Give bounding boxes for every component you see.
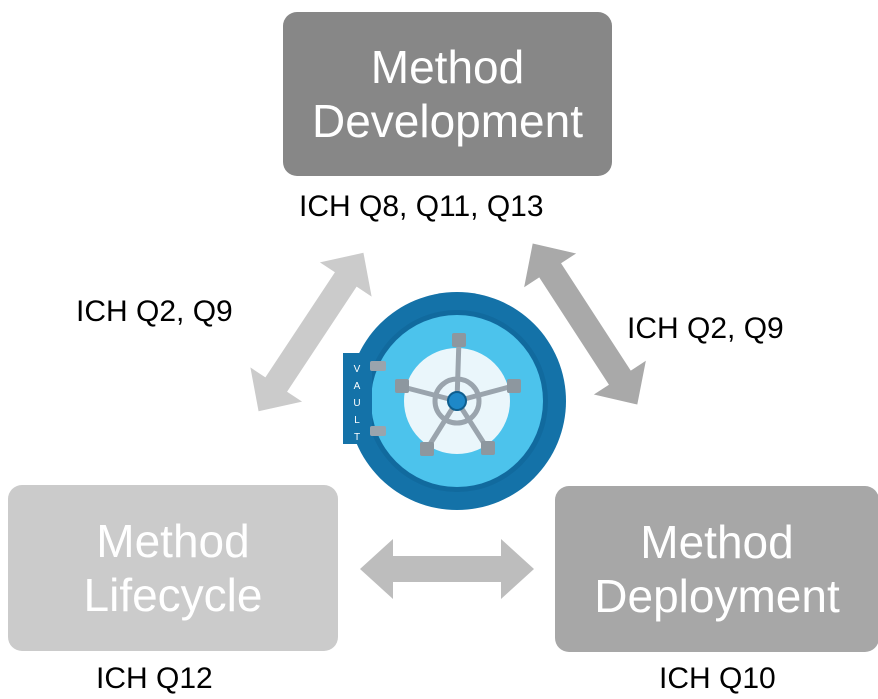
box-title-line1: Method <box>640 515 794 568</box>
vault-letter: V <box>354 364 361 375</box>
arrow-dev-lifecycle <box>250 252 372 412</box>
vault-letter: A <box>354 381 361 392</box>
right-arrow-guideline-label: ICH Q2, Q9 <box>627 312 784 345</box>
arrow-dev-deployment <box>524 243 646 405</box>
box-title-line1: Method <box>96 514 250 567</box>
method-development-box: Method Development <box>283 12 612 176</box>
arrow-lifecycle-deployment <box>360 539 534 599</box>
deployment-guideline-label: ICH Q10 <box>659 662 776 695</box>
box-title-line1: Method <box>370 40 525 93</box>
vault-label-plate <box>343 353 372 444</box>
box-title-line2: Development <box>311 95 584 147</box>
development-guideline-label: ICH Q8, Q11, Q13 <box>299 190 544 223</box>
vault-letter: L <box>354 415 360 426</box>
box-title-line2: Deployment <box>594 570 840 622</box>
vault-letter: U <box>353 398 360 409</box>
method-deployment-box: Method Deployment <box>555 486 878 652</box>
box-title-line2: Lifecycle <box>83 569 263 621</box>
lifecycle-guideline-label: ICH Q12 <box>96 662 213 695</box>
left-arrow-guideline-label: ICH Q2, Q9 <box>76 295 233 328</box>
vault-letter: T <box>354 432 360 443</box>
method-lifecycle-box: Method Lifecycle <box>8 485 338 651</box>
